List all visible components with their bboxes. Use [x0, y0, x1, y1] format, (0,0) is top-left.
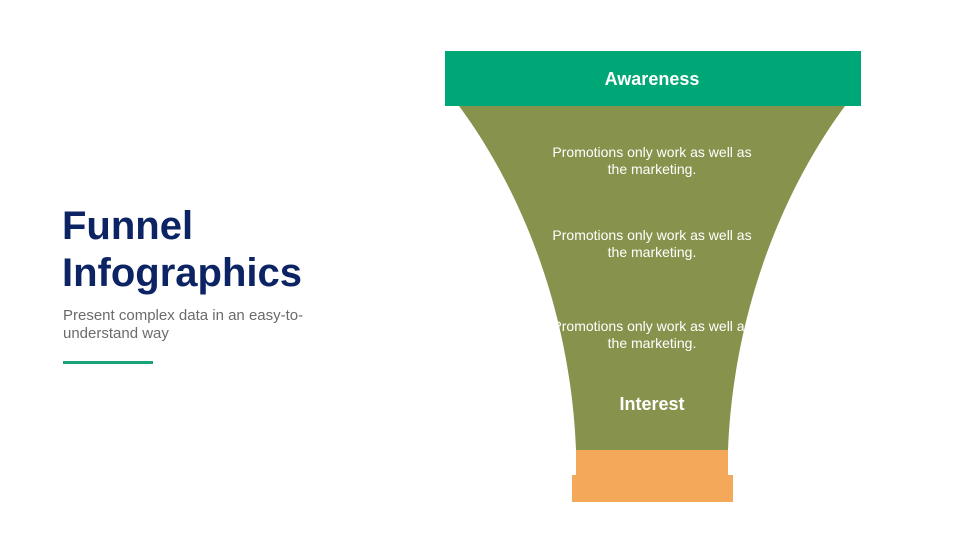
title-line-2: Infographics	[62, 251, 303, 295]
title-line-1: Funnel	[62, 204, 194, 248]
funnel-item-text: Promotions only work as well as the mark…	[552, 227, 752, 260]
funnel-body	[459, 106, 845, 450]
funnel-base-lower	[572, 475, 733, 502]
funnel-item-text: Promotions only work as well as the mark…	[552, 318, 752, 351]
awareness-label: Awareness	[604, 69, 700, 89]
funnel-item-text: Promotions only work as well as the mark…	[552, 144, 752, 177]
accent-line	[63, 361, 153, 364]
subtitle: Present complex data in an easy-to-under…	[63, 307, 304, 342]
funnel-base-upper	[576, 450, 728, 476]
funnel-top-bar	[445, 51, 861, 106]
interest-label: Interest	[619, 394, 685, 414]
